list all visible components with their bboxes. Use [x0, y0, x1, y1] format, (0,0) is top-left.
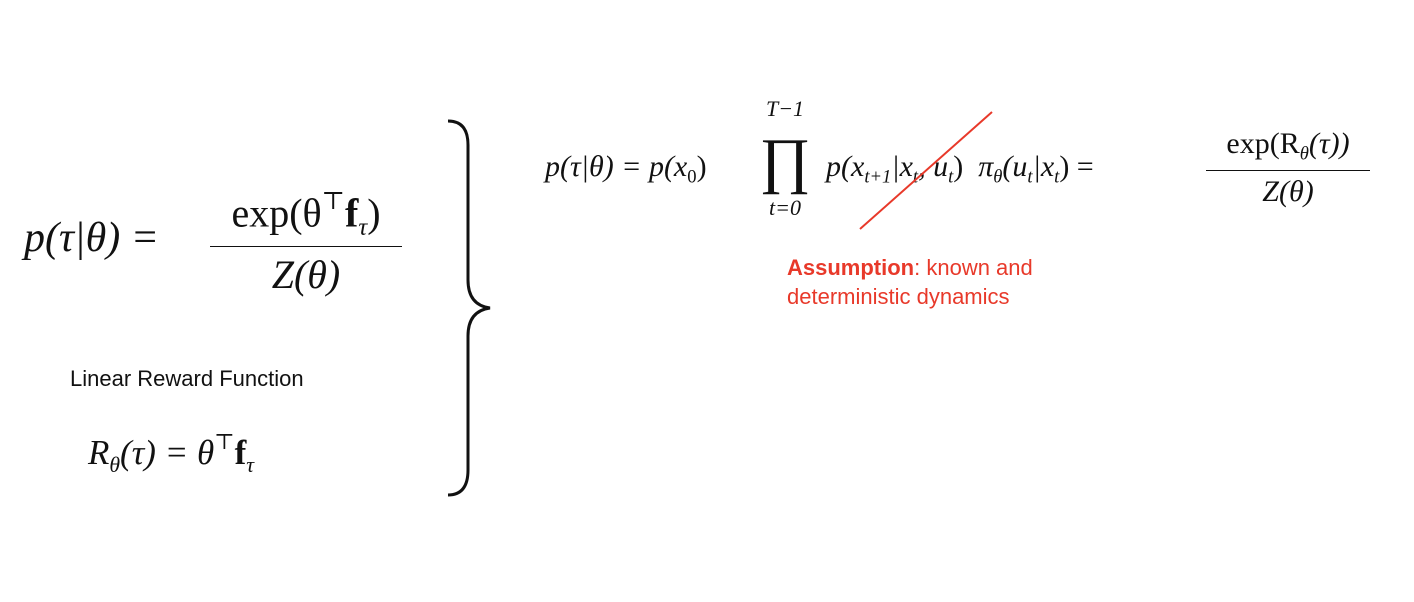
sub: t — [1027, 166, 1033, 188]
upper-text: T−1 — [765, 96, 805, 121]
right-equation-part1: p(τ|θ) = p(x0) — [545, 150, 707, 189]
denominator: Z(θ) — [271, 252, 341, 298]
dyn-mid: |x — [891, 150, 913, 183]
pi-mid: |x — [1032, 150, 1055, 183]
close-paren: ) — [367, 190, 381, 236]
num-b: (τ)) — [1308, 127, 1350, 160]
rest: (τ) = θ — [120, 433, 215, 473]
dyn-p: p(x — [826, 150, 865, 183]
annotation-rest: : known and — [914, 255, 1033, 280]
pi-close: ) = — [1059, 150, 1094, 183]
product-upper: T−1 — [757, 96, 813, 122]
reward-equation: Rθ(τ) = θ⊤fτ — [88, 430, 254, 478]
close: ) — [696, 150, 707, 183]
tau-sub: τ — [246, 452, 255, 477]
num-a: exp(R — [1226, 127, 1300, 160]
numerator: exp(Rθ(τ)) — [1206, 127, 1370, 166]
pi: π — [978, 150, 994, 183]
lhs: p(τ|θ) = p(x — [545, 150, 688, 183]
f-bold: f — [345, 190, 359, 236]
f-bold: f — [234, 433, 247, 473]
product-lower: t=0 — [757, 195, 813, 221]
right-brace-icon — [447, 119, 491, 497]
R: R — [88, 433, 110, 473]
transpose: ⊤ — [214, 430, 235, 454]
lhs-text: p(τ|θ) = — [24, 215, 160, 261]
left-equation-lhs: p(τ|θ) = — [24, 214, 159, 262]
annotation-line1: Assumption: known and — [787, 253, 1033, 282]
x0-sub: 0 — [687, 166, 697, 188]
left-equation-fraction: exp(θ⊤fτ) Z(θ) — [210, 186, 402, 298]
sub: t — [912, 166, 919, 188]
annotation-line2: deterministic dynamics — [787, 284, 1010, 309]
sub: t+1 — [864, 166, 892, 188]
num-text: exp(θ — [231, 190, 322, 236]
fraction-bar — [1206, 169, 1370, 171]
product-symbol: ∏ — [759, 127, 811, 195]
denominator: Z(θ) — [1262, 174, 1314, 208]
pi-open: (u — [1002, 150, 1028, 183]
assumption-bold: Assumption — [787, 255, 915, 280]
tau-sub: τ — [358, 214, 368, 242]
sub: t — [948, 166, 954, 188]
right-fraction: exp(Rθ(τ)) Z(θ) — [1206, 127, 1370, 209]
numerator: exp(θ⊤fτ) — [210, 186, 402, 242]
transpose: ⊤ — [321, 188, 345, 215]
theta-sub: θ — [109, 452, 121, 477]
fraction-bar — [210, 246, 402, 248]
lower-text: t=0 — [769, 195, 801, 220]
sub: θ — [1299, 143, 1309, 165]
sub: θ — [993, 166, 1003, 188]
dyn-close: ) — [953, 150, 964, 183]
assumption-annotation: Assumption: known and deterministic dyna… — [787, 253, 1033, 311]
sub: t — [1054, 166, 1060, 188]
right-equation-part2: p(xt+1|xt, ut) πθ(ut|xt) = — [826, 150, 1094, 189]
reward-label: Linear Reward Function — [70, 366, 304, 391]
